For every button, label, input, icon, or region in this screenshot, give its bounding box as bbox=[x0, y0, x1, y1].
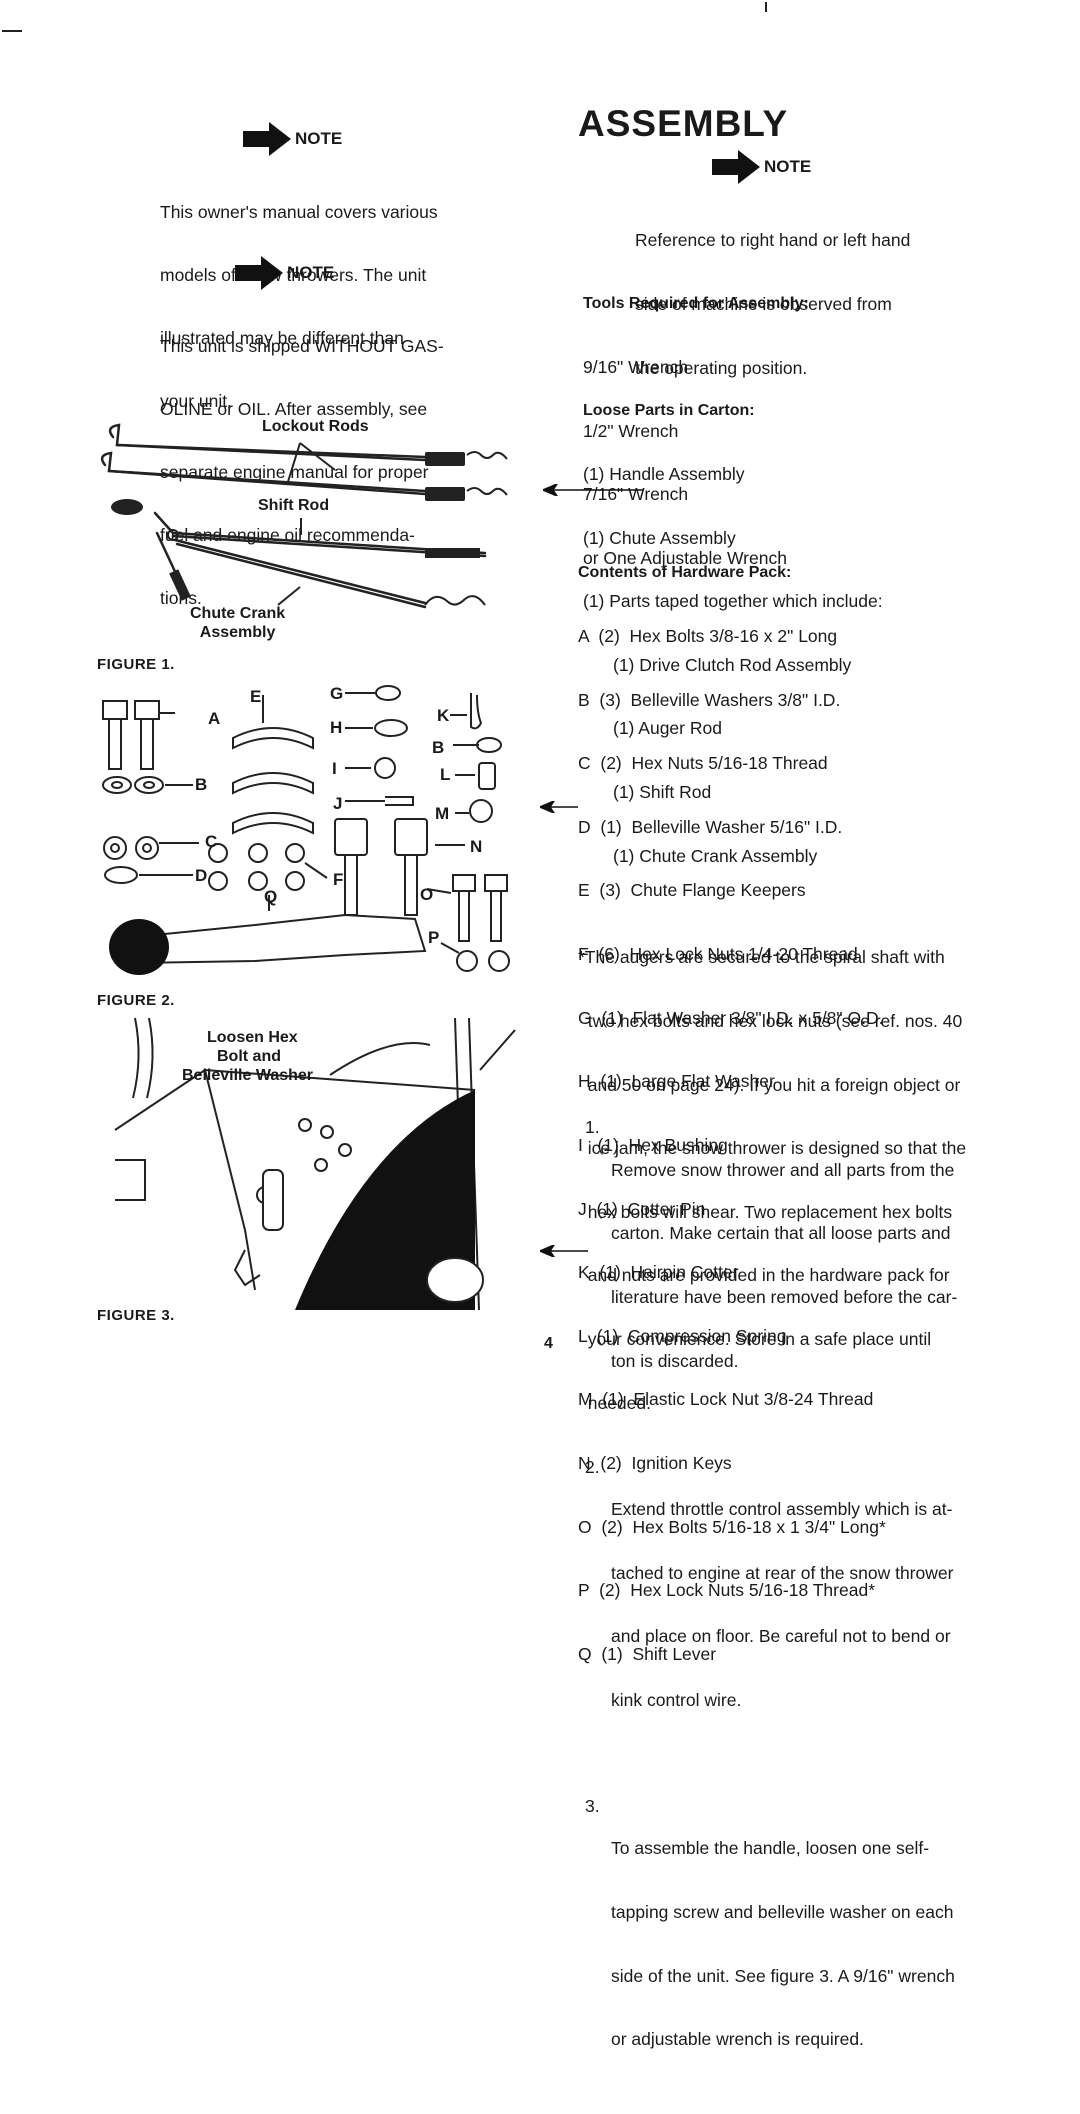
figure-2-hardware-illustration bbox=[102, 685, 510, 975]
shift-rod-callout: Shift Rod bbox=[258, 497, 330, 514]
arrow-right-icon bbox=[712, 150, 760, 184]
tools-heading: Tools Required for Assembly: bbox=[583, 295, 809, 313]
arrow-left-pointer bbox=[540, 801, 578, 813]
margin-dash bbox=[2, 30, 22, 32]
step-1: 1. Remove snow thrower and all parts fro… bbox=[585, 1117, 958, 1371]
figure-1-rods-illustration bbox=[100, 423, 508, 609]
hardware-letter-a: A bbox=[208, 709, 221, 728]
figure-1-caption: FIGURE 1. bbox=[97, 656, 175, 673]
margin-tick bbox=[765, 2, 767, 12]
hardware-letter-h: H bbox=[330, 718, 343, 737]
tools-section: Tools Required for Assembly: 9/16" Wrenc… bbox=[583, 295, 809, 568]
figure-3-caption: FIGURE 3. bbox=[97, 1307, 175, 1324]
hardware-letter-b: B bbox=[195, 775, 208, 794]
note-label: NOTE bbox=[295, 129, 343, 148]
hardware-letter-i: I bbox=[332, 759, 337, 778]
hardware-letter-f: F bbox=[333, 870, 344, 889]
chute-crank-callout: Chute Crank Assembly bbox=[190, 605, 286, 641]
assembly-steps: 1. Remove snow thrower and all parts fro… bbox=[585, 1075, 957, 2114]
note-label: NOTE bbox=[764, 157, 812, 176]
loose-parts-section: Loose Parts in Carton: (1) Handle Assemb… bbox=[583, 402, 883, 866]
hardware-letter-p: P bbox=[428, 928, 440, 947]
hardware-letter-b2: B bbox=[432, 738, 445, 757]
hardware-letter-c: C bbox=[205, 832, 218, 851]
augers-footnote: *The augers are secured to the spiral sh… bbox=[578, 947, 967, 1413]
hardware-letter-q: Q bbox=[264, 887, 278, 906]
note-heading-right: NOTE bbox=[712, 150, 811, 184]
page-title: ASSEMBLY bbox=[578, 103, 789, 144]
note-heading-1: NOTE bbox=[243, 122, 342, 156]
note-text-right: Reference to right hand or left hand sid… bbox=[635, 230, 911, 378]
hardware-letter-j: J bbox=[333, 794, 343, 813]
hardware-letter-l: L bbox=[440, 765, 451, 784]
arrow-left-pointer bbox=[543, 484, 643, 496]
hardware-letter-e: E bbox=[250, 687, 262, 706]
arrow-left-pointer bbox=[540, 1245, 588, 1257]
hardware-letter-d: D bbox=[195, 866, 208, 885]
step-2: 2. Extend throttle control assembly whic… bbox=[585, 1456, 954, 1710]
page-number: 4 bbox=[544, 1335, 553, 1352]
lockout-rods-callout: Lockout Rods bbox=[262, 418, 369, 435]
arrow-right-icon bbox=[235, 256, 283, 290]
note-heading-2: NOTE bbox=[235, 256, 334, 290]
figure-3-handle-illustration bbox=[114, 1017, 516, 1310]
hardware-letter-m: M bbox=[435, 804, 450, 823]
loosen-hex-bolt-callout: Loosen Hex Bolt and Belleville Washer bbox=[182, 1029, 314, 1084]
arrow-right-icon bbox=[243, 122, 291, 156]
hardware-letter-n: N bbox=[470, 837, 483, 856]
loose-parts-heading: Loose Parts in Carton: bbox=[583, 402, 755, 420]
hardware-letter-o: O bbox=[420, 885, 434, 904]
figure-2-caption: FIGURE 2. bbox=[97, 992, 175, 1009]
hardware-letter-k: K bbox=[437, 706, 450, 725]
note-label: NOTE bbox=[287, 263, 335, 282]
hardware-letter-g: G bbox=[330, 684, 344, 703]
step-3: 3. To assemble the handle, loosen one se… bbox=[585, 1795, 955, 2050]
hardware-heading: Contents of Hardware Pack: bbox=[578, 564, 792, 582]
